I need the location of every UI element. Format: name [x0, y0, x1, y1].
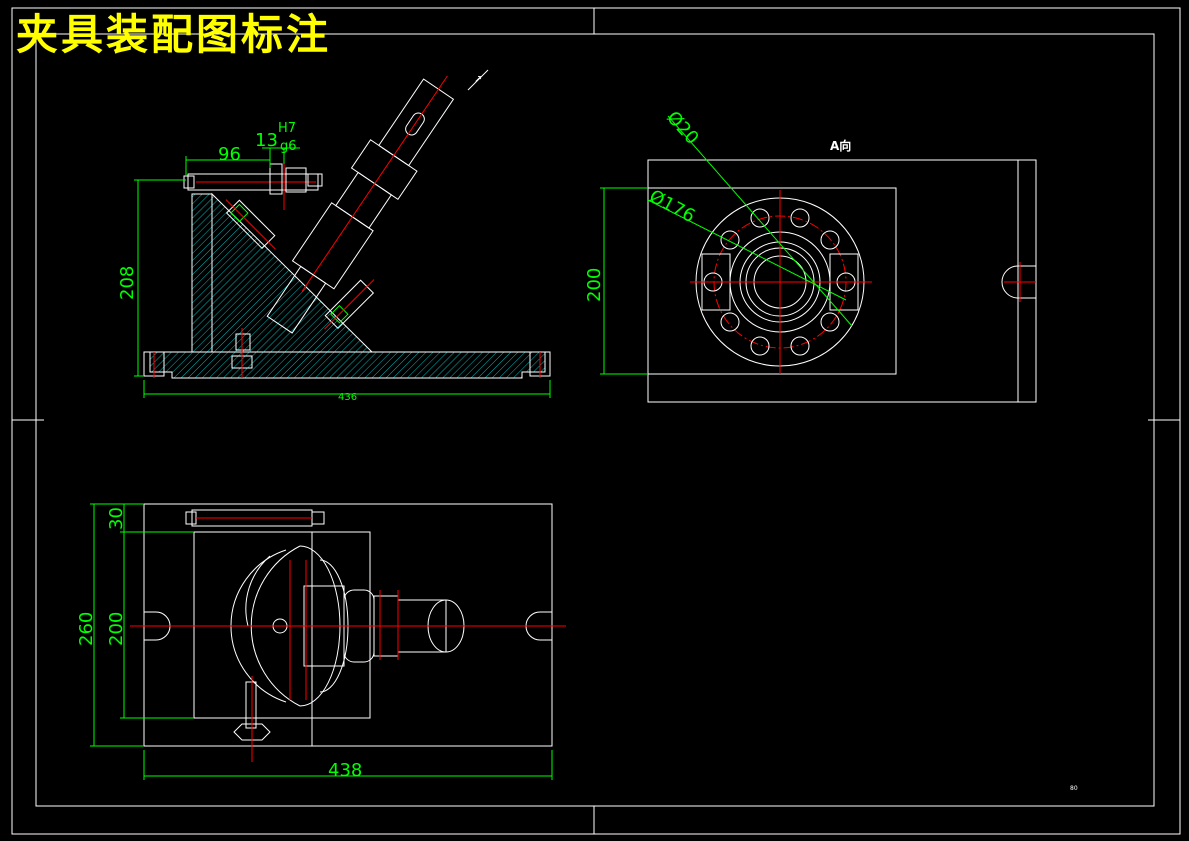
svg-text:↗: ↗ — [474, 74, 482, 85]
drawing-title: 夹具装配图标注 — [16, 10, 332, 59]
dim-d20: Ø20 — [662, 107, 702, 149]
base-plate — [149, 351, 546, 379]
corner-mark: 80 — [1070, 785, 1078, 792]
top-view-dimensions: 30 260 200 438 — [76, 503, 553, 781]
fit-upper: H7 — [278, 121, 296, 136]
dim-200-side: 200 — [584, 268, 605, 302]
dim-436: 436 — [338, 392, 357, 403]
dim-d176: Ø176 — [646, 186, 699, 227]
side-view-dimensions: A向 Ø20 Ø176 200 — [584, 107, 853, 375]
side-view-label: A向 — [830, 138, 851, 153]
vertical-column — [191, 193, 213, 353]
tilted-shaft — [266, 75, 455, 334]
front-view: ↗ — [143, 69, 551, 379]
fit-lower: g6 — [280, 139, 297, 154]
dim-30: 30 — [106, 507, 127, 530]
top-view — [130, 503, 566, 762]
sheet-frame — [11, 7, 1181, 835]
dim-438: 438 — [328, 760, 362, 781]
dim-200-top: 200 — [106, 612, 127, 646]
dim-13: 13 — [255, 130, 278, 151]
front-view-dimensions: 96 13 H7 g6 208 436 — [117, 121, 551, 403]
side-view — [647, 159, 1037, 403]
dim-96: 96 — [218, 144, 241, 165]
dim-208: 208 — [117, 266, 138, 300]
dim-260: 260 — [76, 612, 97, 646]
